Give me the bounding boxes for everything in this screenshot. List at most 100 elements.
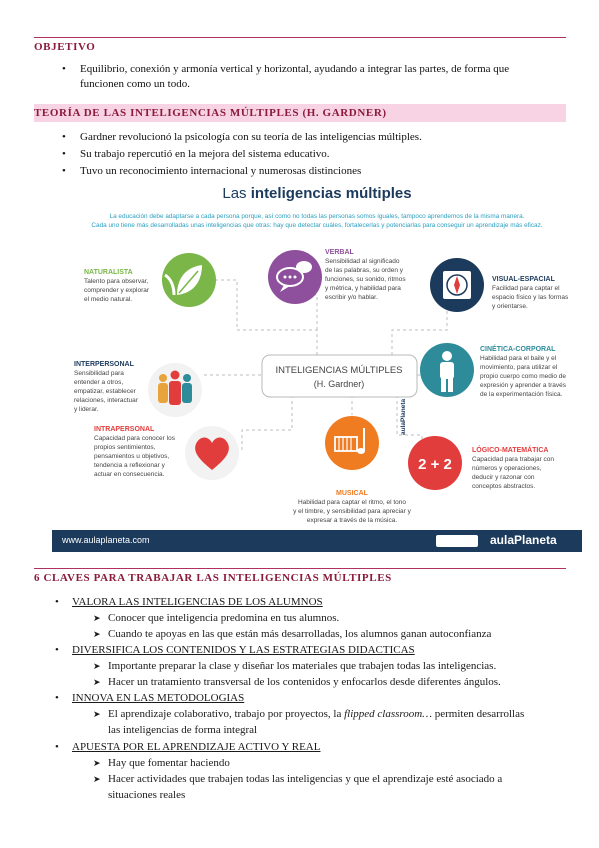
center-subtitle: (H. Gardner)	[314, 379, 365, 389]
clave-title: VALORA LAS INTELIGENCIAS DE LOS ALUMNOS	[72, 596, 323, 608]
heart-icon	[195, 437, 229, 470]
musical-desc-2: y el timbre, y sensibilidad para aprecia…	[293, 508, 411, 515]
intro-line-2: Cada uno tiene más desarrolladas unas in…	[91, 222, 543, 229]
bullet-dot: •	[62, 63, 66, 75]
clave-sub-text-pre: El aprendizaje colaborativo, trabajo por…	[108, 708, 345, 720]
clave-sub-text-post: permiten desarrollas	[432, 708, 525, 720]
logico-desc-2: números y operaciones,	[472, 465, 542, 472]
cinetica-block: CINÉTICA-CORPORAL Habilidad para el bail…	[480, 345, 566, 399]
intrapersonal-block: INTRAPERSONAL Capacidad para conocer los…	[94, 425, 175, 479]
top-rule	[34, 37, 566, 38]
interpersonal-desc-1: Sensibilidad para	[74, 370, 124, 377]
cc-license-icon	[436, 535, 478, 547]
logico-icon-text: 2 + 2	[418, 456, 452, 473]
cinetica-title: CINÉTICA-CORPORAL	[480, 346, 556, 353]
bullet-dot: •	[62, 165, 66, 177]
logico-title: LÓGICO-MATEMÁTICA	[472, 447, 549, 454]
leaf-icon	[164, 265, 202, 296]
musical-circle	[325, 416, 379, 470]
bullet-dot: •	[55, 741, 59, 753]
naturalista-desc-2: comprender y explorar	[84, 287, 150, 294]
infographic-title: Las inteligencias múltiples	[52, 185, 582, 202]
logico-desc-4: conceptos abstractos.	[472, 483, 536, 490]
verbal-title: VERBAL	[325, 249, 354, 256]
verbal-block: VERBAL Sensibilidad al significado de la…	[325, 248, 406, 302]
intrapersonal-desc-4: tendencia a reflexionar y	[94, 462, 165, 469]
side-logo: aulaPlaneta	[400, 398, 407, 435]
intrapersonal-desc-1: Capacidad para conocer los	[94, 435, 175, 442]
visual-desc-2: espacio físico y las formas	[492, 294, 569, 301]
intrapersonal-desc-2: propios sentimientos,	[94, 444, 156, 451]
person-icon	[440, 351, 454, 392]
bullet-dot: •	[55, 692, 59, 704]
musical-desc-1: Habilidad para captar el ritmo, el tono	[297, 499, 407, 506]
interpersonal-desc-4: relaciones, interactuar	[74, 397, 138, 404]
teoria-bullet-text: Gardner revolucionó la psicología con su…	[80, 131, 422, 143]
infographic-intro: La educación debe adaptarse a cada perso…	[52, 212, 582, 230]
arrow-bullet-icon: ➤	[93, 629, 101, 639]
clave-sub-text: El aprendizaje colaborativo, trabajo por…	[108, 707, 524, 722]
bullet-dot: •	[55, 644, 59, 656]
verbal-desc-5: escribir y/o hablar.	[325, 294, 378, 301]
clave-sub-text: Conocer que inteligencia predomina en tu…	[108, 612, 340, 624]
center-title: INTELIGENCIAS MÚLTIPLES	[275, 365, 402, 376]
cinetica-desc-2: movimiento, para utilizar el	[480, 364, 558, 371]
visual-block: VISUAL-ESPACIAL Facilidad para captar el…	[492, 275, 568, 311]
objetivo-text-line1: Equilibrio, conexión y armonía vertical …	[80, 63, 510, 75]
logico-desc-3: deducir y razonar con	[472, 474, 535, 481]
musical-block: MUSICAL Habilidad para captar el ritmo, …	[272, 489, 432, 525]
objetivo-text-line2: funcionen como un todo.	[80, 78, 190, 90]
verbal-desc-1: Sensibilidad al significado	[325, 258, 400, 265]
clave-sub-text: Hay que fomentar haciendo	[108, 757, 230, 769]
arrow-bullet-icon: ➤	[93, 661, 101, 671]
connector-naturalista	[202, 279, 318, 355]
speech-bubbles-icon	[276, 261, 312, 292]
clave-sub-text: Importante preparar la clase y diseñar l…	[108, 660, 497, 672]
interpersonal-desc-5: y liderar.	[74, 406, 99, 413]
visual-desc-3: y orientarse.	[492, 303, 528, 310]
verbal-desc-3: funciones, su sonido, ritmos	[325, 276, 406, 283]
infographic-title-plain: Las	[222, 185, 251, 202]
clave-title: APUESTA POR EL APRENDIZAJE ACTIVO Y REAL	[72, 741, 321, 753]
clave-title: INNOVA EN LAS METODOLOGIAS	[72, 692, 245, 704]
bullet-dot: •	[62, 131, 66, 143]
clave-sub-text: Hacer actividades que trabajen todas las…	[108, 773, 503, 785]
connector-intrapersonal	[222, 395, 293, 451]
intrapersonal-desc-5: actuar en consecuencia.	[94, 471, 165, 478]
cinetica-desc-3: propio cuerpo como medio de	[480, 373, 566, 380]
center-box	[261, 354, 418, 398]
logico-circle	[408, 436, 462, 490]
intro-line-1: La educación debe adaptarse a cada perso…	[109, 213, 525, 220]
infographic: INTELIGENCIAS MÚLTIPLES (H. Gardner) aul…	[52, 185, 582, 555]
claves-rule	[34, 568, 566, 569]
people-icon	[158, 370, 192, 405]
naturalista-block: NATURALISTA Talento para observar, compr…	[84, 268, 149, 304]
infographic-footer: www.aulaplaneta.com aulaPlaneta	[52, 530, 582, 552]
logico-block: LÓGICO-MATEMÁTICA Capacidad para trabaja…	[472, 446, 554, 491]
compass-icon	[443, 271, 471, 299]
cinetica-desc-5: de la experimentación física.	[480, 391, 563, 398]
visual-desc-1: Facilidad para captar el	[492, 285, 560, 292]
visual-title: VISUAL-ESPACIAL	[492, 276, 555, 283]
intrapersonal-title: INTRAPERSONAL	[94, 426, 155, 433]
clave-sub-text: Hacer un tratamiento transversal de los …	[108, 676, 501, 688]
teoria-band	[34, 104, 566, 122]
objetivo-heading: OBJETIVO	[34, 41, 96, 53]
bullet-dot: •	[62, 148, 66, 160]
clave-sub-text: las inteligencias de forma integral	[108, 724, 258, 736]
cinetica-desc-4: expresión y aprender a través	[480, 382, 566, 389]
arrow-bullet-icon: ➤	[93, 774, 101, 784]
arrow-bullet-icon: ➤	[93, 758, 101, 768]
footer-url[interactable]: www.aulaplaneta.com	[62, 535, 150, 545]
teoria-heading: TEORÍA DE LAS INTELIGENCIAS MÚLTIPLES (H…	[34, 107, 387, 119]
musical-desc-3: expresar a través de la música.	[306, 517, 398, 524]
musical-title: MUSICAL	[336, 490, 368, 497]
naturalista-desc-3: el medio natural.	[84, 296, 133, 303]
bullet-dot: •	[55, 596, 59, 608]
music-icon	[334, 428, 365, 454]
clave-sub-text: situaciones reales	[108, 789, 186, 801]
naturalista-desc-1: Talento para observar,	[84, 278, 149, 285]
interpersonal-desc-2: entender a otros,	[74, 379, 124, 386]
teoria-bullet-text: Su trabajo repercutió en la mejora del s…	[80, 148, 330, 160]
